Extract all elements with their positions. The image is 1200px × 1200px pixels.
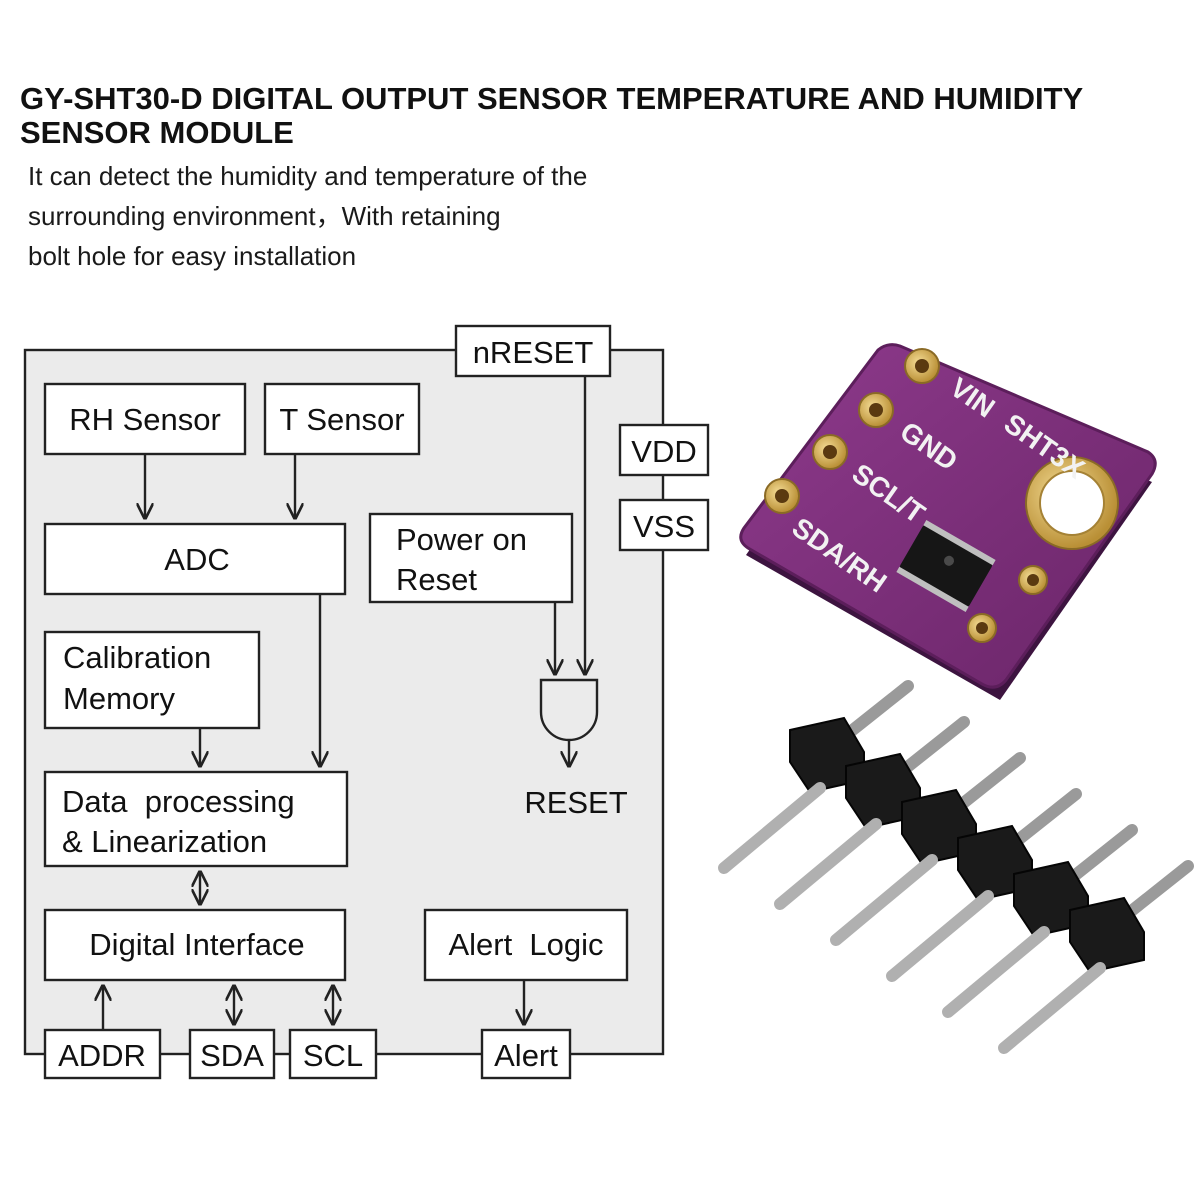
alert-logic-block xyxy=(423,908,629,982)
alert-pin xyxy=(480,1028,572,1080)
header-pin-lower xyxy=(718,782,826,874)
sht-chip xyxy=(896,520,996,612)
nreset-pin xyxy=(454,324,612,378)
pcb xyxy=(739,343,1157,689)
pin-header xyxy=(718,680,1194,1054)
pin-pads xyxy=(764,348,940,514)
header-pin-lower xyxy=(998,962,1106,1054)
header-pin-lower xyxy=(886,890,994,982)
addr-pin xyxy=(43,1028,162,1080)
adc-label: ADC xyxy=(164,542,229,577)
power-on-reset-label-line2: Reset xyxy=(396,562,477,597)
vdd-pin xyxy=(618,423,710,477)
header-plastic xyxy=(789,716,1145,974)
calibration-label-line2: Memory xyxy=(63,681,175,716)
data-processing-label-line2: & Linearization xyxy=(62,824,267,859)
alert-label: Alert xyxy=(494,1038,558,1073)
page-title: GY-SHT30-D DIGITAL OUTPUT SENSOR TEMPERA… xyxy=(20,81,1083,150)
description-line: It can detect the humidity and temperatu… xyxy=(28,161,588,191)
power-on-reset-label-line1: Power on xyxy=(396,522,527,557)
product-description: It can detect the humidity and temperatu… xyxy=(28,156,728,276)
vss-pin xyxy=(618,498,710,552)
calibration-memory-block xyxy=(43,630,261,730)
sda-pin xyxy=(188,1028,276,1080)
reset-output-label: RESET xyxy=(524,785,627,820)
adc-block xyxy=(43,522,347,596)
calibration-label-line1: Calibration xyxy=(63,640,211,675)
block-diagram xyxy=(23,324,710,1080)
data-processing-block xyxy=(43,770,349,868)
sda-label: SDA xyxy=(200,1038,264,1073)
rh-sensor-block xyxy=(43,382,247,456)
data-processing-label-line1: Data processing xyxy=(62,784,295,819)
rh-sensor-label: RH Sensor xyxy=(69,402,221,437)
header-pin-lower xyxy=(774,818,882,910)
vss-label: VSS xyxy=(633,509,695,544)
digital-interface-label: Digital Interface xyxy=(89,927,304,962)
scl-pin xyxy=(288,1028,378,1080)
vdd-label: VDD xyxy=(631,434,696,469)
addr-label: ADDR xyxy=(58,1038,146,1073)
header-pins-lower xyxy=(718,782,1106,1054)
t-sensor-label: T Sensor xyxy=(279,402,404,437)
nreset-label: nRESET xyxy=(473,335,594,370)
and-gate xyxy=(539,678,599,742)
header-pin-lower xyxy=(830,854,938,946)
header-block xyxy=(1069,896,1145,974)
t-sensor-block xyxy=(263,382,421,456)
sensor-board: VIN GND SCL/T SDA/RH SHT3X xyxy=(739,343,1157,700)
alert-logic-label: Alert Logic xyxy=(448,927,603,962)
scl-label: SCL xyxy=(303,1038,363,1073)
header-pin-lower xyxy=(942,926,1050,1018)
description-line: bolt hole for easy installation xyxy=(28,241,357,271)
power-on-reset-block xyxy=(368,512,574,604)
description-line: surrounding environment，With retaining xyxy=(28,201,501,231)
digital-interface-block xyxy=(43,908,347,982)
